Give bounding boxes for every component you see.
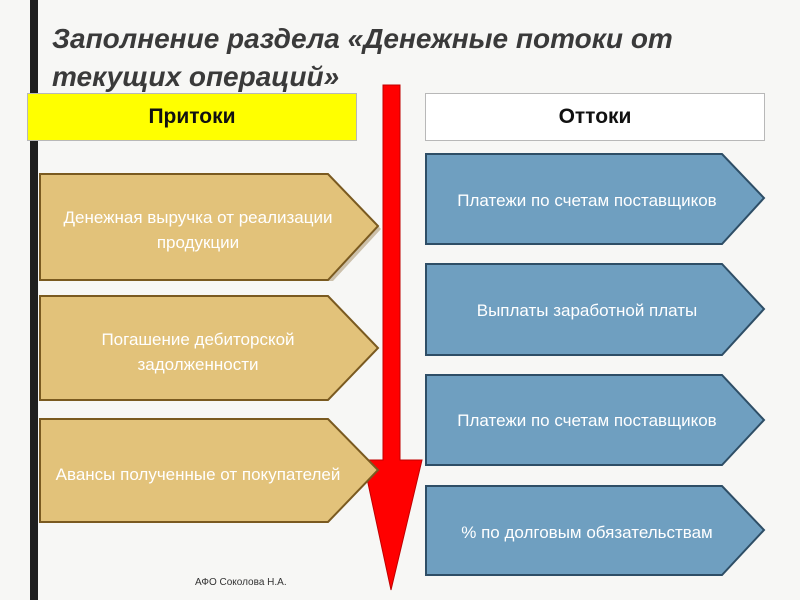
outflow-shapes: [425, 153, 766, 576]
inflow-item-1: Денежная выручка от реализации продукции: [63, 208, 333, 252]
left-accent-bar: [30, 0, 38, 600]
outflow-arrow-3: [425, 374, 766, 466]
outflow-item-1: Платежи по счетам поставщиков: [457, 190, 717, 210]
inflows-header: Притоки: [27, 93, 357, 141]
outflow-arrow-2: [425, 263, 766, 356]
inflow-shapes: [39, 173, 381, 523]
outflows-header: Оттоки: [425, 93, 765, 141]
inflow-arrow-3: [39, 418, 380, 523]
outflow-arrow-1: [425, 153, 766, 245]
outflow-item-4: % по долговым обязательствам: [461, 522, 713, 542]
inflow-arrow-2: [39, 295, 380, 401]
footer-author: АФО Соколова Н.А.: [195, 577, 287, 588]
inflow-item-2: Погашение дебиторской задолженности: [101, 330, 295, 374]
outflow-item-3: Платежи по счетам поставщиков: [457, 410, 717, 430]
inflow-arrow-1: [39, 173, 381, 281]
outflow-item-2: Выплаты заработной платы: [476, 300, 698, 320]
slide-title: Заполнение раздела «Денежные потоки от т…: [52, 23, 673, 92]
outflow-arrow-4: [425, 485, 766, 576]
inflow-item-3: Авансы полученные от покупателей: [55, 464, 341, 484]
down-arrow: [362, 84, 423, 591]
